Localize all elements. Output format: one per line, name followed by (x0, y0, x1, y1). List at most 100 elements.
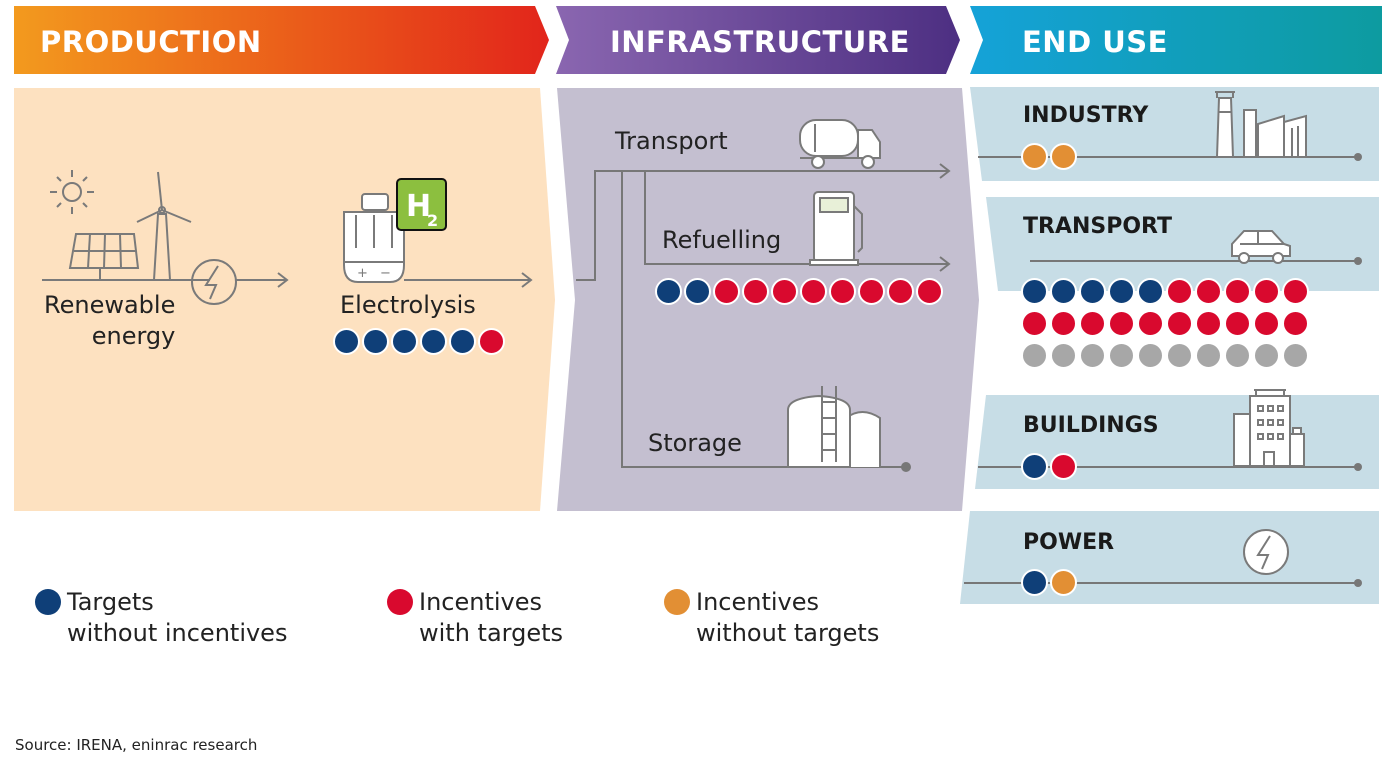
policy-dot-incentives-with-targets (887, 278, 914, 305)
electrolysis-label: Electrolysis (340, 291, 476, 319)
policy-dot-incentives-with-targets (1166, 310, 1193, 337)
policy-dot-incentives-with-targets (771, 278, 798, 305)
policy-dot-incentives-without-targets (1050, 569, 1077, 596)
policy-dot-targets-without-incentives (362, 328, 389, 355)
policy-dot-unspecified (1108, 342, 1135, 369)
legend-item-incentives-without: Incentives without targets (664, 587, 879, 649)
transport-dot-row (1021, 278, 1309, 305)
legend-line1: Targets (67, 588, 154, 616)
transport-end-label: TRANSPORT (1023, 214, 1173, 239)
svg-text:H: H (406, 189, 431, 224)
tanker-truck-icon (799, 119, 881, 169)
transport-box (986, 197, 1379, 291)
policy-dot-unspecified (1166, 342, 1193, 369)
solar-panel-icon (68, 233, 140, 280)
policy-dot-incentives-with-targets (800, 278, 827, 305)
legend-item-targets: Targets without incentives (35, 587, 287, 649)
transport-dot-row (1021, 342, 1309, 369)
storage-label: Storage (648, 429, 742, 457)
policy-dot-incentives-with-targets (1282, 278, 1309, 305)
end-use-header-band (970, 6, 1382, 74)
electrolyser-icon: + − (343, 193, 405, 283)
industry-dots (1021, 143, 1077, 170)
legend-line2: without targets (696, 619, 880, 647)
buildings-label: BUILDINGS (1023, 413, 1159, 438)
legend-line2: without incentives (67, 619, 288, 647)
policy-dot-unspecified (1079, 342, 1106, 369)
policy-dot-targets-without-incentives (1021, 453, 1048, 480)
policy-dot-incentives-with-targets (1108, 310, 1135, 337)
policy-dot-incentives-without-targets (1021, 143, 1048, 170)
policy-dot-unspecified (1224, 342, 1251, 369)
policy-dot-incentives-with-targets (1253, 278, 1280, 305)
power-dots (1021, 569, 1077, 596)
policy-dot-targets-without-incentives (1079, 278, 1106, 305)
policy-dot-incentives-with-targets (713, 278, 740, 305)
policy-dot-incentives-with-targets (1224, 278, 1251, 305)
source-note: Source: IRENA, eninrac research (15, 736, 258, 754)
production-header-band (14, 6, 549, 74)
policy-dot-targets-without-incentives (333, 328, 360, 355)
policy-dot-incentives-without-targets (1050, 143, 1077, 170)
legend-line2: with targets (419, 619, 564, 647)
electrolysis-dots (333, 328, 505, 355)
policy-dot-incentives-with-targets (1137, 310, 1164, 337)
legend-swatch (387, 589, 413, 615)
policy-dot-unspecified (1137, 342, 1164, 369)
legend-swatch (664, 589, 690, 615)
policy-dot-targets-without-incentives (655, 278, 682, 305)
policy-dot-incentives-with-targets (916, 278, 943, 305)
policy-dot-incentives-with-targets (1195, 310, 1222, 337)
policy-dot-incentives-with-targets (858, 278, 885, 305)
refuelling-dots (655, 278, 943, 305)
policy-dot-unspecified (1021, 342, 1048, 369)
storage-tank-icon (787, 386, 881, 468)
policy-dot-incentives-with-targets (1253, 310, 1280, 337)
policy-dot-targets-without-incentives (391, 328, 418, 355)
policy-dot-incentives-with-targets (1050, 310, 1077, 337)
refuelling-label: Refuelling (662, 226, 782, 254)
policy-dot-incentives-with-targets (829, 278, 856, 305)
h2-badge-icon: H 2 (396, 178, 447, 231)
policy-dot-incentives-with-targets (1021, 310, 1048, 337)
policy-dot-targets-without-incentives (1137, 278, 1164, 305)
office-building-icon (1233, 389, 1305, 467)
end-use-header: END USE (1022, 25, 1168, 59)
policy-dot-incentives-with-targets (478, 328, 505, 355)
policy-dot-targets-without-incentives (1108, 278, 1135, 305)
svg-text:+: + (357, 266, 368, 281)
policy-dot-incentives-with-targets (1079, 310, 1106, 337)
policy-dot-unspecified (1253, 342, 1280, 369)
svg-text:−: − (380, 266, 391, 281)
infrastructure-header-band (556, 6, 960, 74)
policy-dot-incentives-with-targets (1050, 453, 1077, 480)
policy-dot-unspecified (1195, 342, 1222, 369)
policy-dot-incentives-with-targets (1224, 310, 1251, 337)
svg-text:2: 2 (427, 211, 438, 230)
policy-dot-incentives-with-targets (1166, 278, 1193, 305)
infrastructure-header: INFRASTRUCTURE (610, 25, 910, 59)
transport-infra-label: Transport (615, 127, 728, 155)
policy-dot-targets-without-incentives (1021, 569, 1048, 596)
legend-swatch (35, 589, 61, 615)
industry-label: INDUSTRY (1023, 103, 1149, 128)
policy-dot-incentives-with-targets (1195, 278, 1222, 305)
production-header: PRODUCTION (40, 25, 262, 59)
policy-dot-targets-without-incentives (1050, 278, 1077, 305)
factory-icon (1215, 91, 1307, 158)
policy-dot-unspecified (1282, 342, 1309, 369)
buildings-dots (1021, 453, 1077, 480)
policy-dot-targets-without-incentives (449, 328, 476, 355)
policy-dot-incentives-with-targets (742, 278, 769, 305)
car-icon (1231, 230, 1291, 264)
policy-dot-incentives-with-targets (1282, 310, 1309, 337)
power-lightning-icon (1243, 529, 1289, 575)
policy-dot-targets-without-incentives (420, 328, 447, 355)
legend-line1: Incentives (696, 588, 820, 616)
policy-dot-targets-without-incentives (1021, 278, 1048, 305)
lightning-icon (191, 259, 237, 305)
infrastructure-panel (557, 88, 979, 511)
policy-dot-targets-without-incentives (684, 278, 711, 305)
